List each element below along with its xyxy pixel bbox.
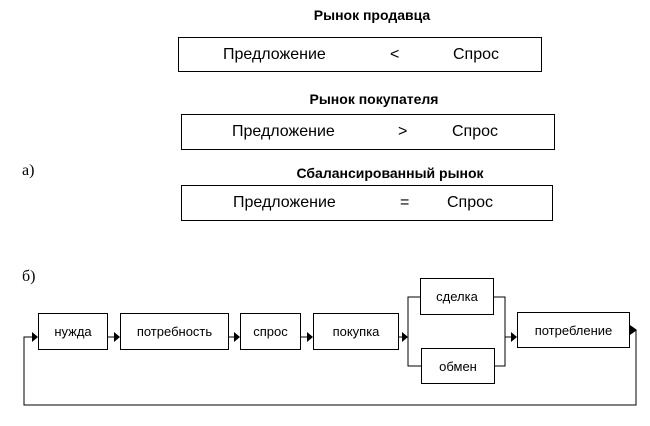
market-box-balanced: Предложение = Спрос [181, 185, 553, 221]
step-consumption: потребление [517, 312, 630, 348]
operator: < [390, 45, 400, 63]
operator: = [400, 194, 410, 211]
step-purchase: покупка [313, 313, 399, 350]
market-title-seller: Рынок продавца [313, 7, 431, 23]
demand-label: Спрос [447, 194, 494, 211]
operator: > [398, 123, 408, 140]
market-title-balanced: Сбалансированный рынок [296, 165, 484, 181]
demand-label: Спрос [452, 123, 499, 140]
supply-label: Предложение [223, 45, 326, 63]
arrow-icon [114, 332, 120, 342]
arrow-icon [630, 325, 637, 335]
alt-deal: сделка [420, 278, 494, 315]
market-box-seller: Предложение < Спрос [178, 37, 542, 72]
step-demand: спрос [240, 313, 301, 350]
arrowheads [32, 325, 637, 342]
arrow-icon [307, 332, 313, 342]
market-title-buyer: Рынок покупателя [309, 91, 439, 107]
market-box-buyer: Предложение > Спрос [181, 114, 555, 150]
arrow-icon [402, 332, 408, 342]
step-want: потребность [120, 313, 229, 350]
demand-label: Спрос [453, 45, 500, 63]
supply-label: Предложение [233, 194, 336, 211]
alt-exchange: обмен [421, 348, 495, 384]
part-b-label: б) [22, 268, 36, 285]
arrow-icon [234, 332, 240, 342]
supply-label: Предложение [232, 123, 335, 140]
arrow-icon [32, 332, 38, 342]
arrow-icon [511, 332, 517, 342]
part-a-label: а) [22, 162, 35, 179]
step-need: нужда [38, 313, 108, 350]
